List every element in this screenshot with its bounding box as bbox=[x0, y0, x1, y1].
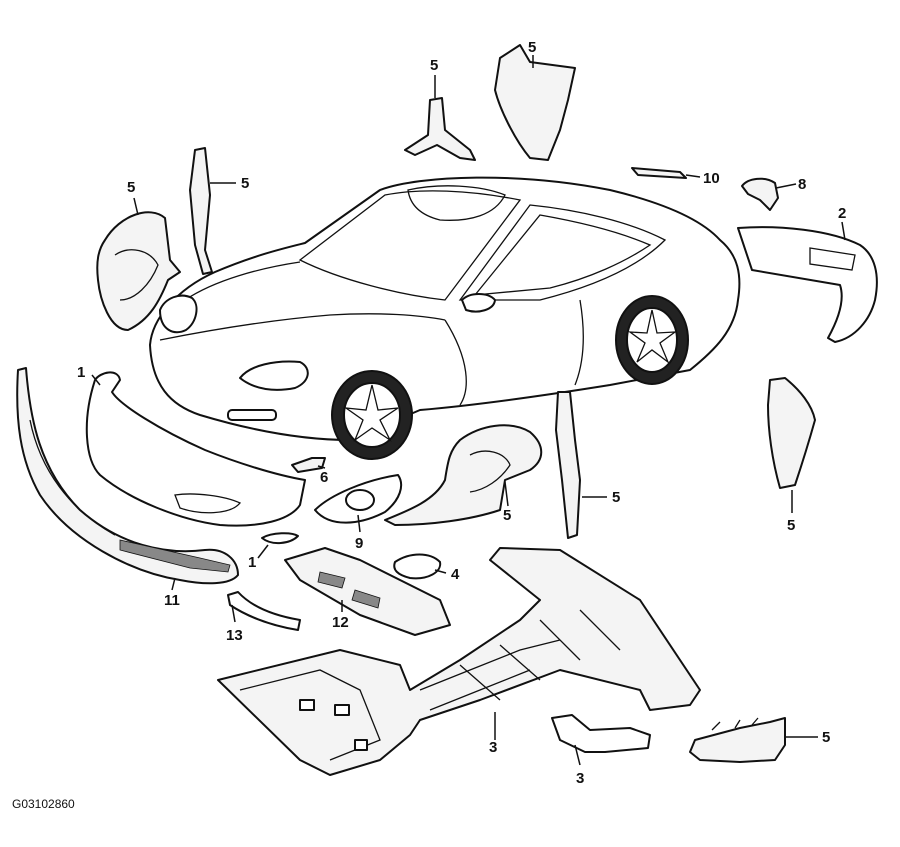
rear-wheel-liner-part bbox=[384, 424, 543, 526]
tri-bracket-part bbox=[404, 97, 476, 161]
callout-5-rear-liner: 5 bbox=[503, 507, 511, 524]
trim-strip-part bbox=[631, 167, 687, 179]
callout-3-underbody-frame: 3 bbox=[489, 739, 497, 756]
top-wheel-liner-part bbox=[494, 44, 576, 161]
callout-1-bumper-strip: 1 bbox=[248, 554, 256, 571]
callout-5-side-strip: 5 bbox=[241, 175, 249, 192]
callout-9-fog-bezel: 9 bbox=[355, 535, 363, 552]
underbody-frame-part bbox=[217, 547, 701, 776]
small-underbody-bracket-part bbox=[551, 714, 651, 753]
callout-5-tri-bracket: 5 bbox=[430, 57, 438, 74]
callout-6-clip: 6 bbox=[320, 469, 328, 486]
callout-5-sill-strip: 5 bbox=[612, 489, 620, 506]
bumper-strip-part bbox=[227, 591, 301, 631]
rear-bumper-part bbox=[737, 226, 878, 343]
center-underbody-panel-part bbox=[284, 547, 451, 636]
callout-3-small-bracket: 3 bbox=[576, 770, 584, 787]
callout-5-top-liner: 5 bbox=[528, 39, 536, 56]
callout-1-front-bumper: 1 bbox=[77, 364, 85, 381]
bracket-part bbox=[741, 177, 779, 211]
rear-underbody-cover-part bbox=[689, 717, 786, 763]
callout-11-front-spoiler: 11 bbox=[164, 592, 180, 609]
callout-2-rear-bumper: 2 bbox=[838, 205, 846, 222]
callout-5-rear-cover: 5 bbox=[822, 729, 830, 746]
car-illustration bbox=[149, 176, 741, 460]
callout-4-lamp-cover: 4 bbox=[451, 566, 460, 583]
callout-5-front-liner: 5 bbox=[127, 179, 135, 196]
rear-corner-liner-part bbox=[767, 377, 816, 489]
callout-10-trim-strip: 10 bbox=[703, 170, 720, 187]
leader-lines bbox=[91, 55, 846, 766]
side-liner-strip-part bbox=[189, 147, 213, 275]
reference-code: G03102860 bbox=[12, 797, 75, 811]
front-wheel-liner-part bbox=[96, 211, 181, 331]
callout-labels: 1 1 2 3 3 4 5 5 5 5 5 5 5 5 6 8 9 10 11 … bbox=[77, 39, 846, 787]
front-spoiler-part bbox=[16, 367, 239, 585]
sill-strip-part bbox=[555, 391, 581, 539]
clip-part bbox=[291, 457, 326, 473]
callout-12-underbody-panel: 12 bbox=[332, 614, 349, 631]
callout-8-bracket: 8 bbox=[798, 176, 806, 193]
callout-13-bumper-strip: 13 bbox=[226, 627, 243, 644]
lamp-cover-part bbox=[393, 553, 442, 580]
front-bumper-part bbox=[85, 371, 306, 527]
callout-5-rear-corner: 5 bbox=[787, 517, 795, 534]
